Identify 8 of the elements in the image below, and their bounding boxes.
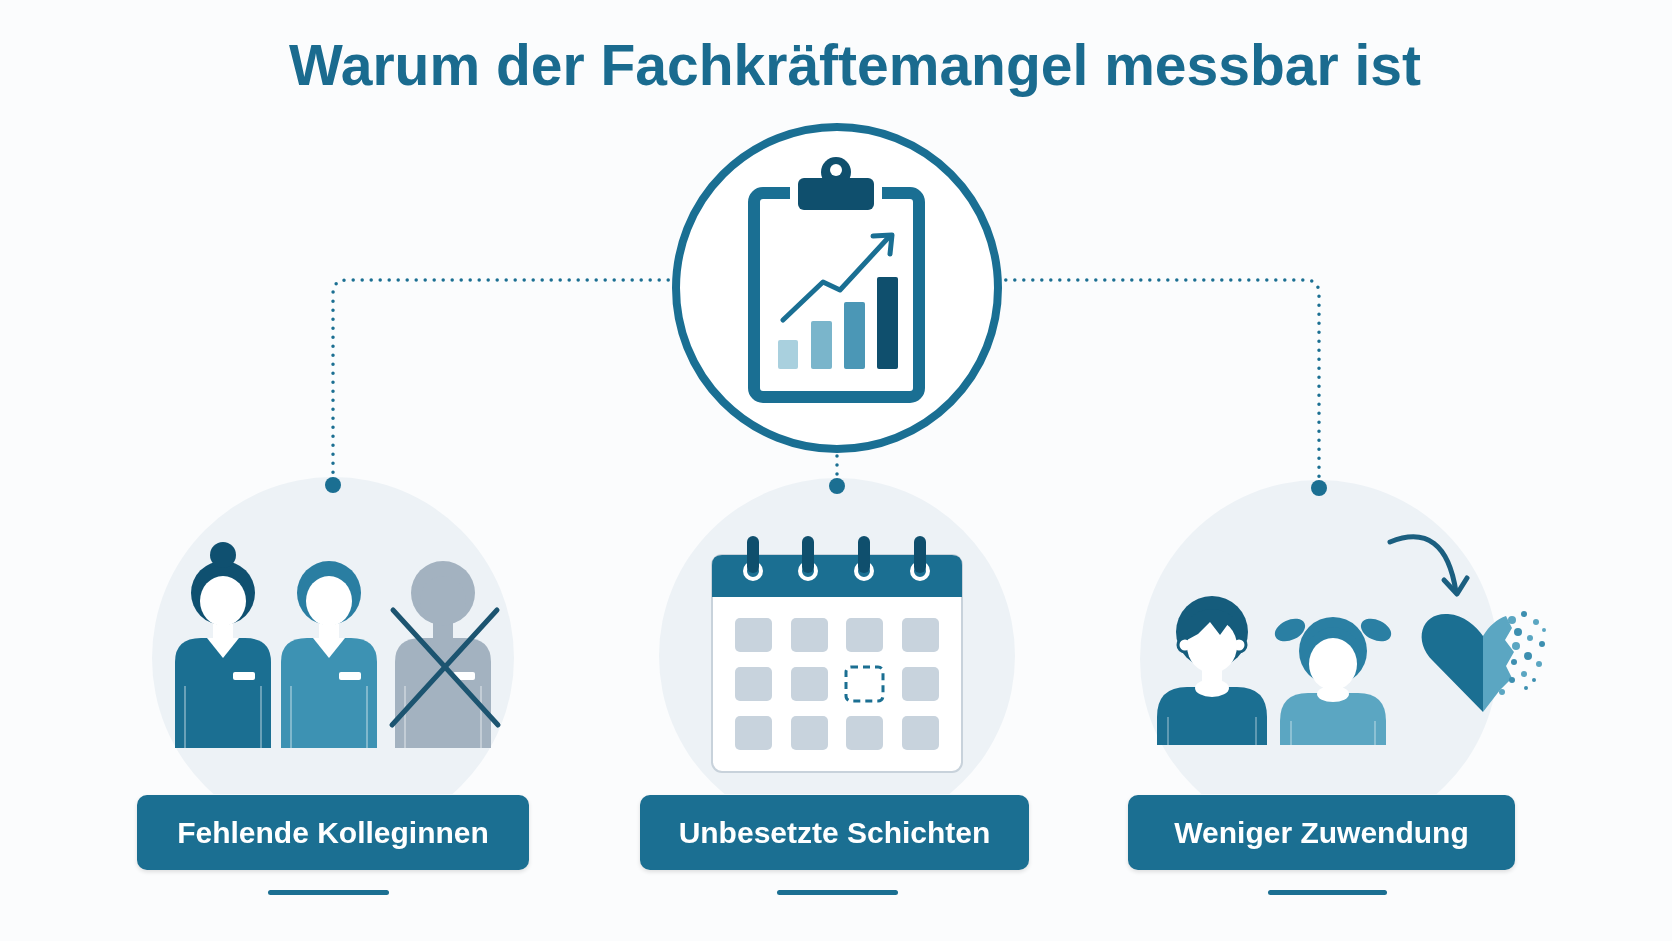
clipboard-chart-illustration [671, 122, 1003, 454]
label-banner: Fehlende Kolleginnen [137, 795, 529, 870]
label-banner: Unbesetzte Schichten [640, 795, 1029, 870]
label-banner: Weniger Zuwendung [1128, 795, 1515, 870]
dotted-connector [1004, 278, 1327, 496]
diagram-title: Warum der Fachkräftemangel messbar ist [289, 32, 1421, 98]
dotted-connector [325, 278, 670, 493]
dotted-connector [829, 454, 845, 494]
